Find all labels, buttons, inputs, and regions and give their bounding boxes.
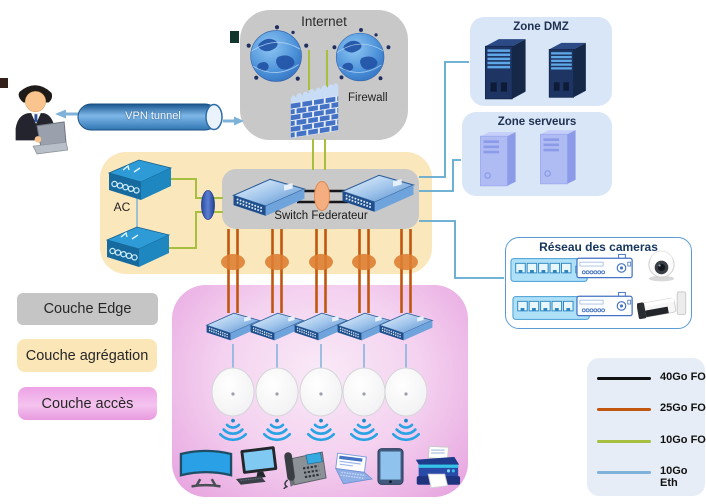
access-point-icon — [299, 367, 343, 417]
dark-square-artifact — [0, 78, 8, 88]
zone-serveurs-title: Zone serveurs — [497, 116, 577, 128]
ac-label: AC — [113, 200, 131, 214]
fo10-aggregation-oval — [201, 190, 215, 220]
fo25-aggregation-ovals — [221, 254, 418, 270]
vpn-tunnel-label: VPN tunnel — [125, 110, 181, 122]
dome-camera-icon — [648, 250, 675, 282]
vpn-tunnel-icon — [55, 103, 244, 131]
printer-icon — [415, 445, 461, 489]
access-point-icon — [342, 367, 386, 417]
layer-chip-aggregation: Couche agrégation — [17, 339, 157, 372]
access-switch-icon — [378, 312, 434, 342]
laptop-icon — [335, 452, 373, 485]
eth10-ap-links — [232, 344, 407, 368]
link-federateur-serveurs — [419, 159, 461, 192]
federateur-switch-icon — [341, 174, 415, 213]
dmz-server-icon — [484, 38, 527, 100]
wlan-controller-icon — [106, 226, 170, 268]
fo10-line-ac1 — [162, 178, 223, 199]
zone-dmz-title: Zone DMZ — [513, 21, 569, 33]
firewall-icon — [291, 83, 338, 138]
wifi-icon — [306, 417, 336, 442]
legend-label-10goeth: 10Go Eth — [660, 465, 688, 489]
wlan-controller-icon — [108, 159, 172, 201]
legend-swatch-10go — [597, 440, 651, 443]
wifi-icon — [391, 417, 421, 442]
nvr-icon — [576, 253, 633, 279]
fo25-pair-1 — [227, 229, 239, 313]
server-tower-icon — [479, 131, 517, 187]
fo25-pair-4 — [358, 229, 370, 313]
server-tower-icon — [539, 129, 577, 185]
nvr-icon — [576, 291, 633, 317]
switch-federateur-label: Switch Federateur — [274, 210, 368, 222]
fo25-uplinks — [227, 229, 412, 313]
desktop-computer-icon — [235, 445, 279, 486]
legend-label-25go: 25Go FO — [660, 402, 706, 414]
fo25-pair-2 — [271, 229, 283, 313]
fo10-links-internet — [308, 50, 328, 170]
link-federateur-dmz — [419, 61, 469, 178]
tablet-icon — [377, 448, 404, 485]
dmz-server-icon — [548, 42, 587, 98]
wifi-icon — [349, 417, 379, 442]
dark-square-artifact — [230, 31, 239, 43]
legend-swatch-10goeth — [597, 471, 651, 474]
legend-label-10go: 10Go FO — [660, 434, 706, 446]
layer-chip-access: Couche accès — [18, 387, 157, 420]
layer-chip-edge: Couche Edge — [17, 293, 158, 325]
legend-swatch-25go — [597, 408, 651, 411]
access-point-icon — [384, 367, 428, 417]
wifi-icon — [218, 417, 248, 442]
fo25-pair-3 — [315, 229, 327, 313]
layer-chip-aggregation-label: Couche agrégation — [25, 347, 149, 364]
remote-user-icon — [15, 84, 68, 155]
access-point-icon — [255, 367, 299, 417]
camera-network-title: Réseau des cameras — [539, 240, 658, 254]
fo25-pair-5 — [400, 229, 412, 313]
globe-icon — [246, 24, 309, 82]
layer-chip-edge-label: Couche Edge — [43, 301, 132, 317]
globe-icon — [332, 27, 391, 82]
link-federateur-cameras — [419, 220, 504, 279]
access-point-icon — [211, 367, 255, 417]
legend-swatch-40go — [597, 377, 651, 380]
ip-phone-icon — [282, 450, 328, 489]
legend-label-40go: 40Go FO — [660, 371, 706, 383]
wifi-icon — [262, 417, 292, 442]
internet-label: Internet — [301, 14, 347, 29]
zone-connectors — [419, 61, 504, 279]
camera-switch-icon — [510, 257, 588, 283]
access-points — [211, 367, 428, 417]
firewall-label: Firewall — [348, 92, 388, 104]
fo40-aggregation-oval — [314, 181, 330, 211]
layer-chip-access-label: Couche accès — [41, 395, 134, 412]
bullet-camera-icon — [637, 291, 687, 320]
curved-monitor-icon — [179, 449, 233, 488]
